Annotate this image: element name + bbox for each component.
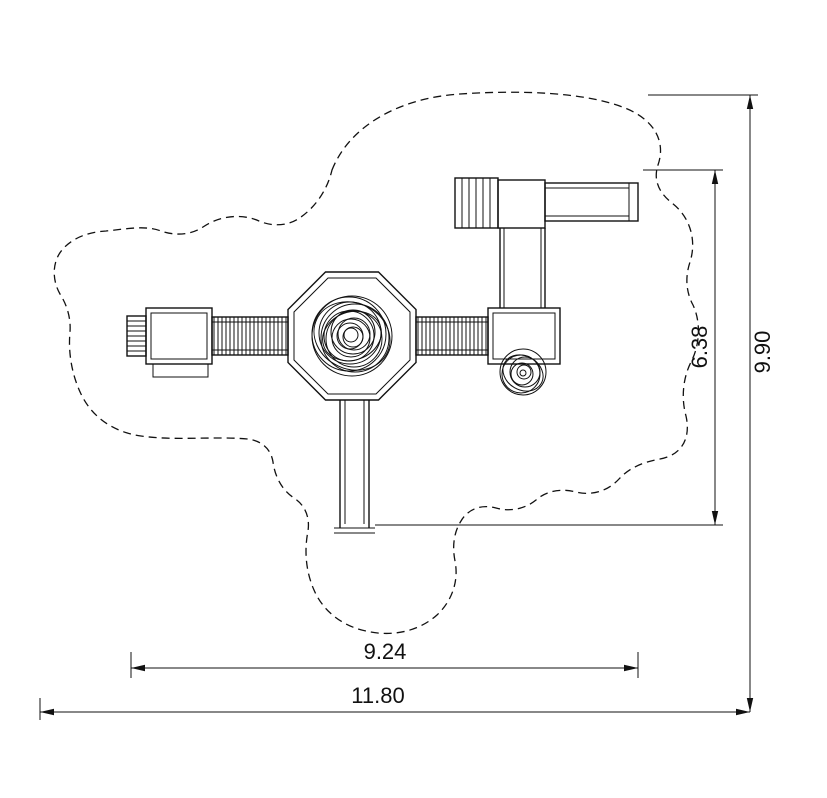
slide-bottom (334, 400, 375, 534)
bridge-right (415, 316, 489, 356)
entry-ladder (126, 315, 147, 357)
arrowhead (624, 664, 638, 672)
spiral-climber (499, 348, 547, 396)
slide-top (544, 182, 639, 222)
octagon-platform (287, 271, 417, 401)
safety-zone-outline (53, 91, 700, 635)
dim-label-equipment-height: 6.38 (687, 326, 712, 369)
access-ladder (454, 177, 499, 229)
arrowhead (746, 698, 754, 712)
platform-left (145, 307, 213, 365)
arrowhead (736, 708, 750, 716)
dim-label-overall-width: 11.80 (351, 683, 404, 708)
dim-footprint-width: 9.24 (130, 639, 639, 678)
arrowhead (131, 664, 145, 672)
dim-overall-width: 11.80 (39, 683, 750, 720)
dim-overall-height: 9.90 (648, 94, 775, 712)
platform-right (487, 307, 561, 365)
arrowhead (711, 511, 719, 525)
arrowhead (40, 708, 54, 716)
bridge-left (211, 316, 289, 356)
transfer-step (152, 364, 209, 378)
arrowhead (711, 170, 719, 184)
dim-equipment-height: 6.38 (375, 169, 723, 526)
net-climber (311, 295, 393, 377)
dim-label-footprint-width: 9.24 (364, 639, 407, 664)
tower-deck (497, 179, 546, 229)
walkway (499, 228, 546, 308)
dim-label-overall-height: 9.90 (750, 331, 775, 374)
arrowhead (746, 95, 754, 109)
